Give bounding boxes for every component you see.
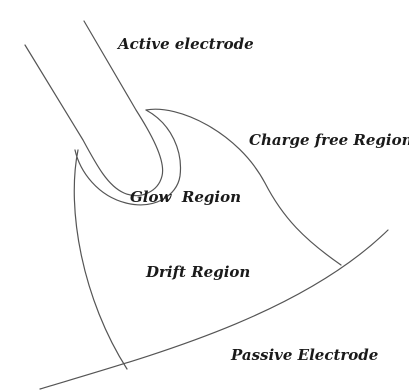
drift-region-label: Drift Region bbox=[145, 263, 250, 281]
passive-electrode-outline bbox=[40, 230, 388, 389]
passive-electrode-label: Passive Electrode bbox=[230, 346, 378, 364]
drift-region-boundary bbox=[74, 150, 127, 369]
active-electrode-label: Active electrode bbox=[116, 35, 254, 53]
charge-free-region-label: Charge free Region bbox=[249, 131, 409, 149]
glow-region-label: Glow Region bbox=[130, 188, 241, 206]
